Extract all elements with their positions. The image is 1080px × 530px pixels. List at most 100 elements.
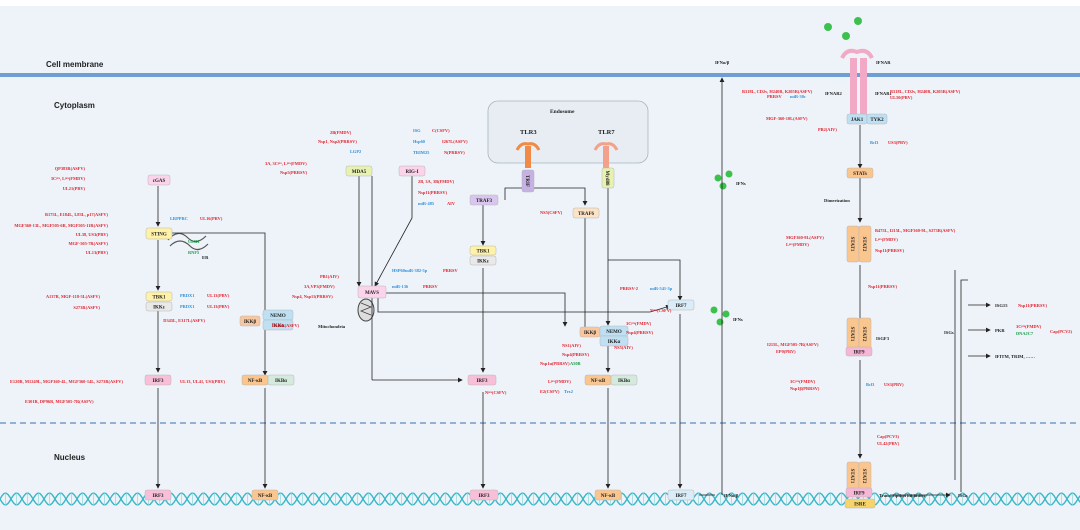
regulator-26: LGP2 bbox=[350, 149, 361, 154]
stat2-node-c: STAT2 bbox=[858, 461, 872, 491]
label-isgs-b: ISGs bbox=[958, 493, 968, 498]
regulator-21: E120R, M1249L, MGF360-4L, MGF360-14L, S2… bbox=[10, 379, 123, 384]
regulator-71: MGF360-9L(ASFV) bbox=[786, 235, 824, 240]
label-endosome: Endosome bbox=[550, 109, 575, 115]
stat1-node-b-label: STAT1 bbox=[849, 327, 854, 342]
regulator-28: Nsp5(PRRSV) bbox=[280, 170, 308, 175]
regulator-44: PRRSV bbox=[443, 268, 458, 273]
regulator-84: UL42(PRV) bbox=[877, 441, 900, 446]
regulator-47: NS5(CSFV) bbox=[540, 210, 563, 215]
isre-node: ISRE bbox=[844, 498, 876, 509]
regulator-58: Lᵖʳᵒ(FMDV) bbox=[548, 379, 571, 384]
regulator-87: DNAJC7 bbox=[1016, 331, 1034, 336]
irf9-node-b-label: IRF9 bbox=[853, 491, 865, 496]
mitochondria-glyph bbox=[357, 298, 375, 322]
tbk1-node-b: TBK1 bbox=[469, 245, 497, 256]
regulator-76: Nsp11(PRRSV) bbox=[868, 284, 898, 289]
label-cytoplasm: Cytoplasm bbox=[54, 101, 95, 110]
regulator-20: D345L(ASFV) bbox=[272, 323, 300, 328]
stat1-node-b: STAT1 bbox=[846, 317, 860, 351]
label-isgf3: ISGF3 bbox=[876, 336, 890, 341]
regulator-11: ULK1 bbox=[188, 239, 200, 244]
regulator-54: Nsp4(PRRSV) bbox=[562, 352, 590, 357]
myd88-node: Myd88 bbox=[601, 167, 615, 189]
ikba-node-a-label: IKBα bbox=[275, 379, 287, 384]
regulator-57: A50R bbox=[570, 361, 582, 366]
ikba-node-b-label: IKBα bbox=[618, 379, 630, 384]
irf3-nuc-node-b-label: IRF3 bbox=[478, 494, 490, 499]
regulator-43: miR-382-5p bbox=[405, 268, 428, 273]
regulator-66: UL50(PRV) bbox=[890, 95, 913, 100]
regulator-34: N(PRRSV) bbox=[444, 150, 465, 155]
label-nucleus: Nucleus bbox=[54, 453, 86, 462]
regulator-8: UL13(PRV) bbox=[86, 250, 109, 255]
regulator-23: E301R, DP96R, MGF505-7R(ASFV) bbox=[25, 399, 94, 404]
stat1-node-a: STAT1 bbox=[846, 225, 860, 263]
regulator-64: PRRSV bbox=[767, 94, 782, 99]
regulator-7: MGF-505-7R(ASFV) bbox=[68, 241, 108, 246]
regulator-50: Nᵖʳᵒ(CSFV) bbox=[650, 308, 672, 313]
regulator-36: Nsp11(PRRSV) bbox=[418, 190, 448, 195]
ikka-node-a-label: IKKα bbox=[272, 324, 285, 329]
regulator-33: TRIM25 bbox=[413, 150, 430, 155]
label-tlr7: TLR7 bbox=[598, 129, 615, 136]
ikke-node-a: IKKε bbox=[145, 301, 173, 312]
tyk2-node: TYK2 bbox=[866, 113, 888, 125]
jak1-node-label: JAK1 bbox=[851, 118, 864, 123]
regulator-1: QP383R(ASFV) bbox=[55, 166, 86, 171]
regulator-68: PB2(AIV) bbox=[818, 127, 837, 132]
rigi-node-label: RIG-I bbox=[405, 170, 418, 175]
mavs-node: MAVS bbox=[357, 285, 387, 299]
regulator-70: US3(PRV) bbox=[888, 140, 908, 145]
regulator-77: I215L, MGF505-7R(ASFV) bbox=[767, 342, 819, 347]
nemo-node-a-label: NEMO bbox=[270, 314, 286, 319]
label-mitochondria: Mitochondria bbox=[318, 324, 346, 329]
label-dimerization: Dimerization bbox=[824, 198, 850, 203]
regulator-52: Nsp4(PRRSV) bbox=[626, 330, 654, 335]
regulator-37: miR-485 bbox=[418, 201, 435, 206]
nfkb-nuc-node-b: NF-κB bbox=[594, 489, 622, 501]
regulator-24: 2B(FMDV) bbox=[330, 130, 352, 135]
label-pkr: PKR bbox=[995, 328, 1005, 333]
tlr3-receptor bbox=[515, 142, 541, 168]
regulator-74: Lᵖʳᵒ(FMDV) bbox=[875, 237, 898, 242]
ikkb-node-a-label: IKKβ bbox=[244, 320, 257, 325]
traf3-node-label: TRAF3 bbox=[476, 199, 493, 204]
nemo-node-b-label: NEMO bbox=[606, 330, 622, 335]
stat2-node-a: STAT2 bbox=[858, 225, 872, 263]
ikke-node-b-label: IKKε bbox=[477, 259, 490, 264]
cgas-node: cGAS bbox=[147, 174, 171, 186]
regulator-49: miR-541-3p bbox=[650, 286, 673, 291]
traf6-node-label: TRAF6 bbox=[578, 212, 595, 217]
sting-node: STING bbox=[145, 227, 173, 240]
irf3-node-a: IRF3 bbox=[144, 374, 172, 386]
regulator-22: UL13, UL41, US3(PRV) bbox=[180, 379, 226, 384]
label-ifnar2: IFNAR2 bbox=[825, 91, 843, 96]
regulator-9: LRPPRC bbox=[170, 216, 188, 221]
ikkb-node-a: IKKβ bbox=[239, 315, 261, 327]
irf7-nuc-node: IRF7 bbox=[667, 489, 695, 501]
irf3-node-b-label: IRF3 bbox=[476, 379, 488, 384]
regulator-5: MGF360-13L, MGF505-6R, MGF505-11R(ASFV) bbox=[14, 223, 108, 228]
regulator-73: B475L, I215L, MGF360-9L, S273R(ASFV) bbox=[875, 228, 956, 233]
regulator-27: 3A, 3Cᵖʳᵒ, Lᵖʳᵒ(FMDV) bbox=[265, 161, 307, 166]
regulator-69: Bcl3 bbox=[870, 140, 879, 145]
regulator-16: UL13(PRV) bbox=[207, 293, 230, 298]
stat1-node-c-label: STAT1 bbox=[849, 469, 854, 484]
stat2-node-a-label: STAT2 bbox=[861, 237, 866, 252]
cell-membrane-band bbox=[0, 73, 1080, 77]
tbk1-node-a-label: TBK1 bbox=[152, 295, 166, 300]
irf9-node-a-label: IRF9 bbox=[853, 350, 865, 355]
label-cell-membrane: Cell membrane bbox=[46, 60, 104, 69]
regulator-2: 3Cᵖʳᵒ, Lᵖʳᵒ(FMDV) bbox=[51, 176, 86, 181]
regulator-13: A137R, MGF-118-5L(ASFV) bbox=[46, 294, 101, 299]
irf3-node-b: IRF3 bbox=[467, 374, 497, 386]
nemo-node-a: NEMO bbox=[262, 309, 294, 321]
regulator-6: UL38, US3(PRV) bbox=[76, 232, 109, 237]
label-tlr3: TLR3 bbox=[520, 129, 537, 136]
jak1-node: JAK1 bbox=[846, 113, 868, 125]
regulator-42: HSP60 bbox=[392, 268, 406, 273]
label-isgs-a: ISGs bbox=[944, 330, 954, 335]
